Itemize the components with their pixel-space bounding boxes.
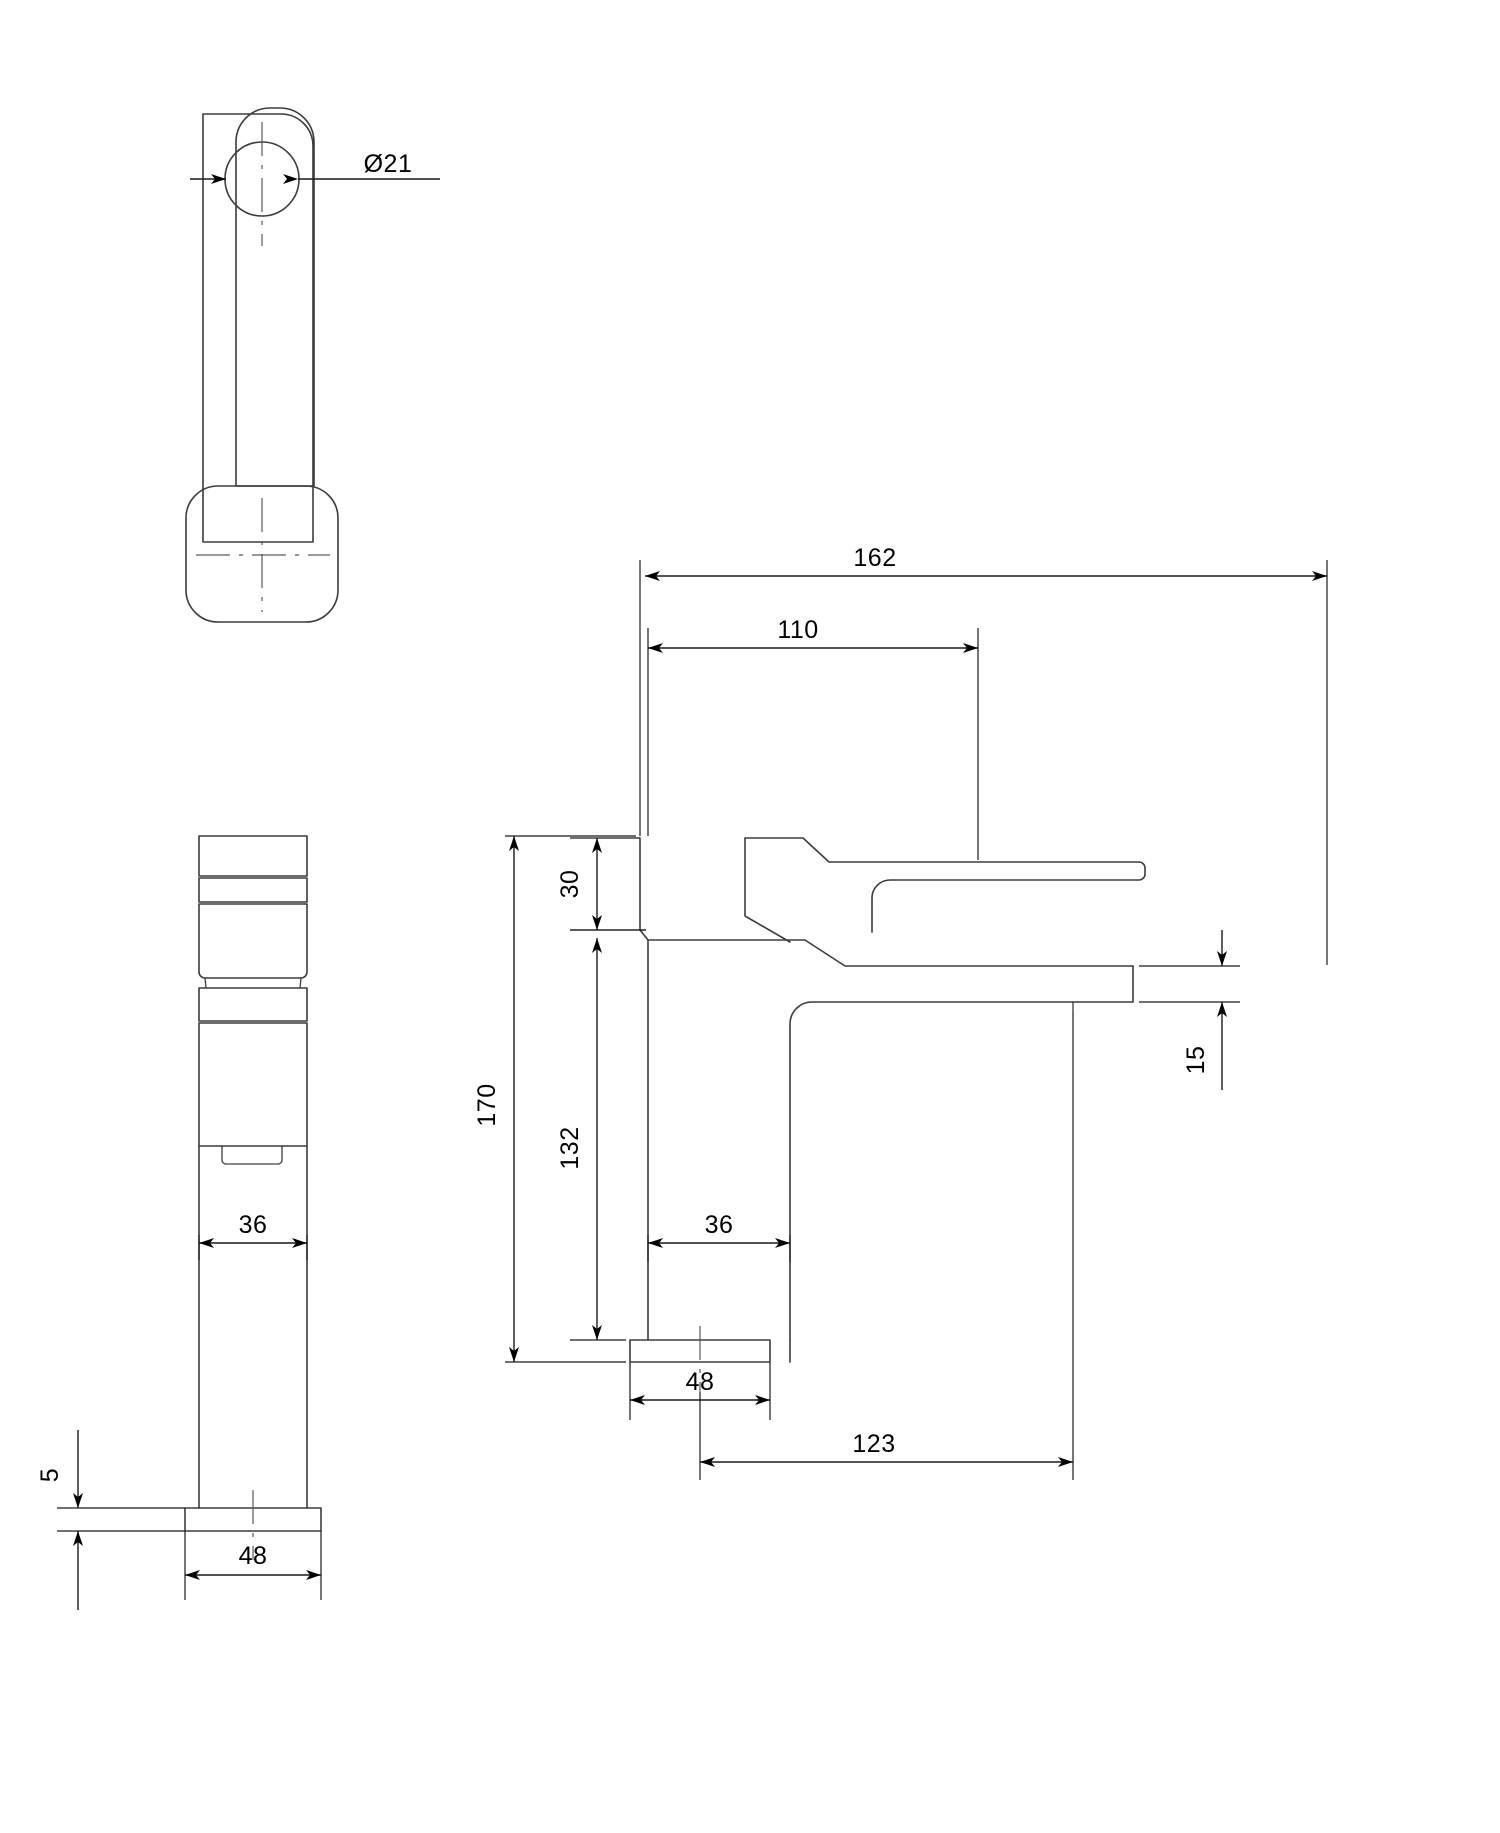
dim-side-body-width: 36 xyxy=(239,1211,268,1239)
front-view-spout-end xyxy=(1072,965,1134,1003)
side-view-column xyxy=(198,1145,308,1509)
side-view-collar-upper xyxy=(198,987,308,1022)
side-view-collar-lower xyxy=(198,1022,308,1147)
dim-body-height: 132 xyxy=(556,1126,584,1169)
top-view-base-square xyxy=(185,485,339,623)
side-view-handle-body xyxy=(198,903,308,979)
side-view-lever-inset xyxy=(221,1146,283,1165)
side-view-cap-top xyxy=(198,835,308,877)
top-view-handle-plate xyxy=(202,113,314,543)
dim-side-base-thickness: 5 xyxy=(36,1468,64,1482)
side-view-neck xyxy=(204,977,302,989)
dim-handle-height: 30 xyxy=(556,870,584,899)
dim-outlet-offset: 123 xyxy=(852,1430,895,1458)
front-view: 162 110 30 15 170 132 36 xyxy=(473,544,1328,1480)
front-view-body-top xyxy=(647,939,1134,967)
front-view-spout-underside xyxy=(789,1001,1074,1341)
front-view-handle-left xyxy=(744,837,791,943)
top-view: Ø21 xyxy=(185,107,440,623)
dim-diameter-hole: Ø21 xyxy=(364,150,413,178)
dim-body-width-top: 36 xyxy=(705,1211,734,1239)
front-view-body-left-chamfer xyxy=(639,837,649,941)
dim-overall-length: 162 xyxy=(853,544,896,572)
dim-spout-reach: 110 xyxy=(777,616,818,644)
side-view-cap-ring xyxy=(198,877,308,903)
top-view-upper-body xyxy=(235,107,315,487)
dim-spout-outlet-height: 15 xyxy=(1182,1046,1210,1075)
dim-overall-height: 170 xyxy=(473,1083,501,1126)
dim-base-width: 48 xyxy=(686,1368,715,1396)
dim-side-base-width: 48 xyxy=(239,1542,268,1570)
side-view: 36 48 5 xyxy=(36,835,322,1610)
front-view-handle-lever xyxy=(744,837,1146,933)
